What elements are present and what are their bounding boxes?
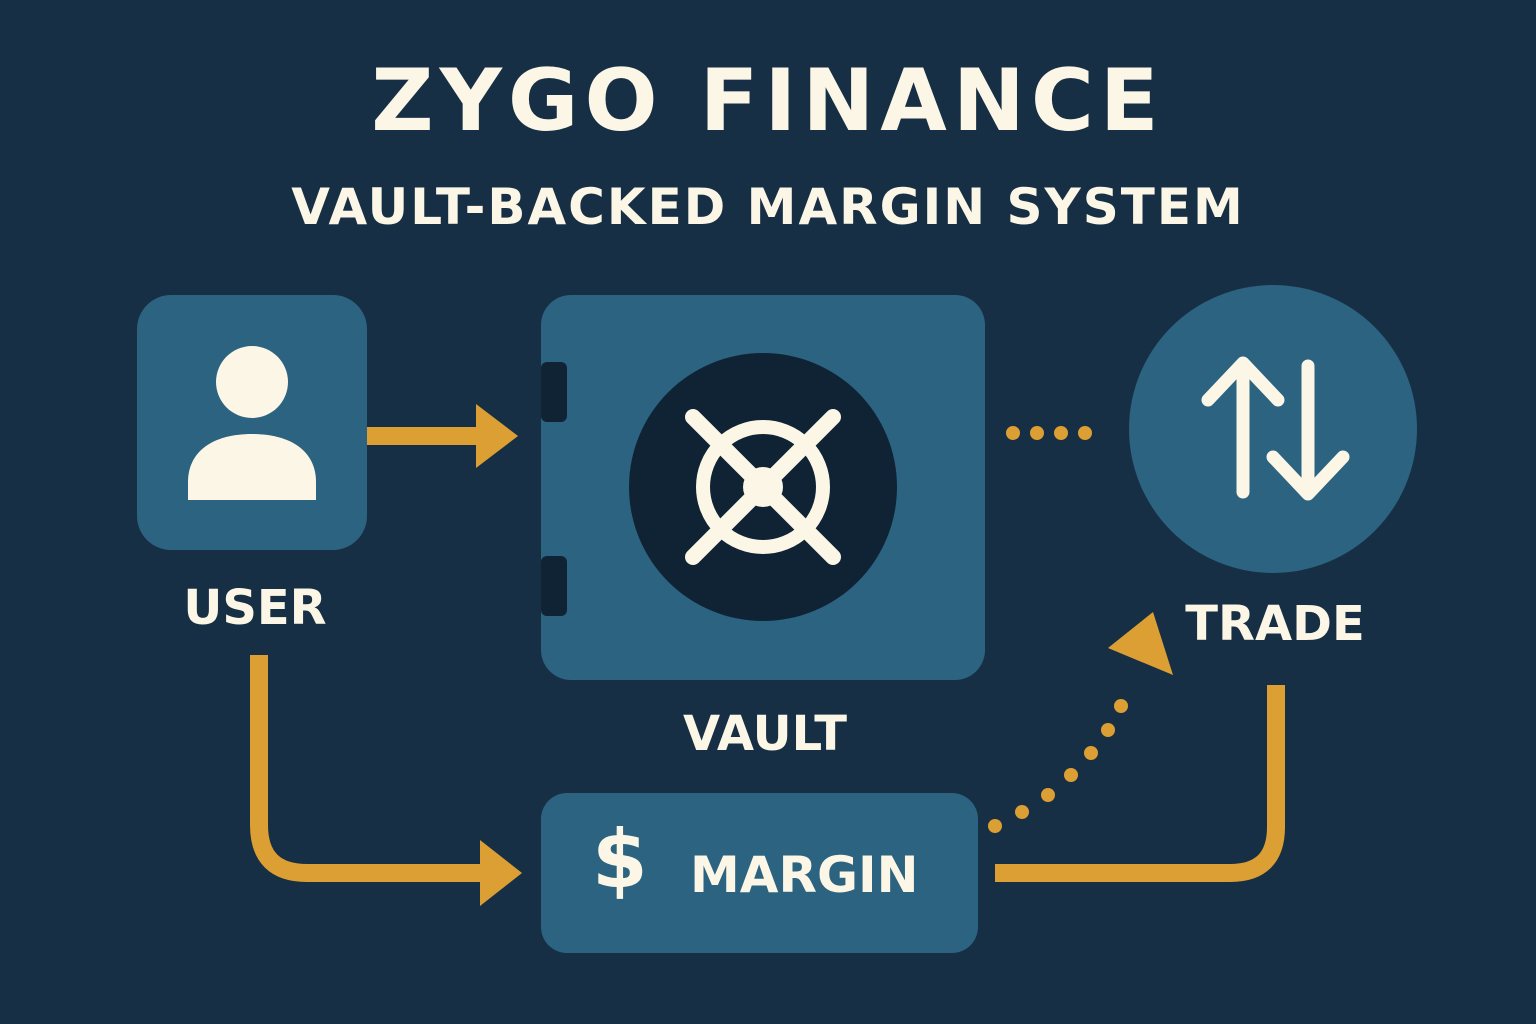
- user-to-vault-arrow: [367, 404, 518, 468]
- margin-to-trade-arrow: [995, 685, 1285, 882]
- page-subtitle: VAULT-BACKED MARGIN SYSTEM: [291, 178, 1245, 236]
- user-icon: [188, 346, 316, 500]
- margin-to-trade-dotted-arrow: [988, 612, 1173, 833]
- user-label: USER: [183, 580, 327, 636]
- margin-label: MARGIN: [690, 846, 919, 904]
- page-title: ZYGO FINANCE: [371, 51, 1165, 151]
- vault-label: VAULT: [683, 706, 847, 762]
- up-down-arrows-icon: [1201, 356, 1350, 501]
- user-to-margin-arrow: [250, 655, 522, 906]
- trade-label: TRADE: [1185, 596, 1365, 652]
- vault-dial-icon: [685, 409, 841, 565]
- vault-node[interactable]: [541, 295, 985, 680]
- vault-hinge-top: [541, 362, 567, 422]
- dollar-icon: $: [592, 813, 648, 906]
- margin-node[interactable]: [541, 793, 978, 953]
- vault-to-trade-dots: [1006, 426, 1092, 440]
- user-node[interactable]: [137, 295, 367, 550]
- trade-node[interactable]: [1129, 285, 1417, 573]
- vault-hinge-bottom: [541, 556, 567, 616]
